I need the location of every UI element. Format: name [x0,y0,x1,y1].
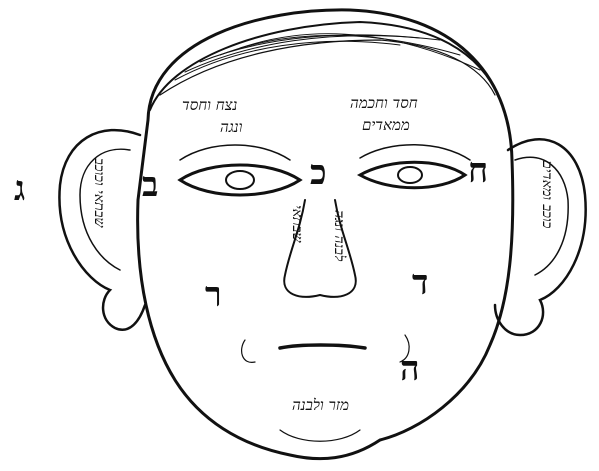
head-outline [138,10,513,459]
letter-chin-right: ה [400,352,420,386]
letter-right-cheek: ד [412,266,428,300]
mouth [280,345,365,348]
right-eyebrow [360,145,470,160]
text-chin: מזר ולבנה [292,398,349,413]
text-nose-vertical-1: שבתאי [290,205,304,242]
left-eyebrow [180,145,290,160]
text-right-ear: כוכב ומאדים [540,160,554,228]
right-eye [360,162,465,188]
text-left-ear: שבתאי וכוכב [92,158,106,227]
letter-nose-bridge: כ [310,156,327,190]
text-forehead-right-2: ממאדים [362,118,410,133]
letter-right-eye: ח [468,154,488,188]
text-forehead-left-2: ונגה [220,120,242,135]
text-forehead-right: חסד וחכמה [350,96,418,111]
letter-left-eye: ב [142,168,158,202]
letter-left-cheek: ר [205,278,222,312]
left-eye [180,165,300,195]
text-nose-vertical-2: לבנה ונגה [332,210,346,261]
text-forehead-left: נצח וחסד [182,98,237,113]
letter-left-outer: ג [14,172,25,206]
